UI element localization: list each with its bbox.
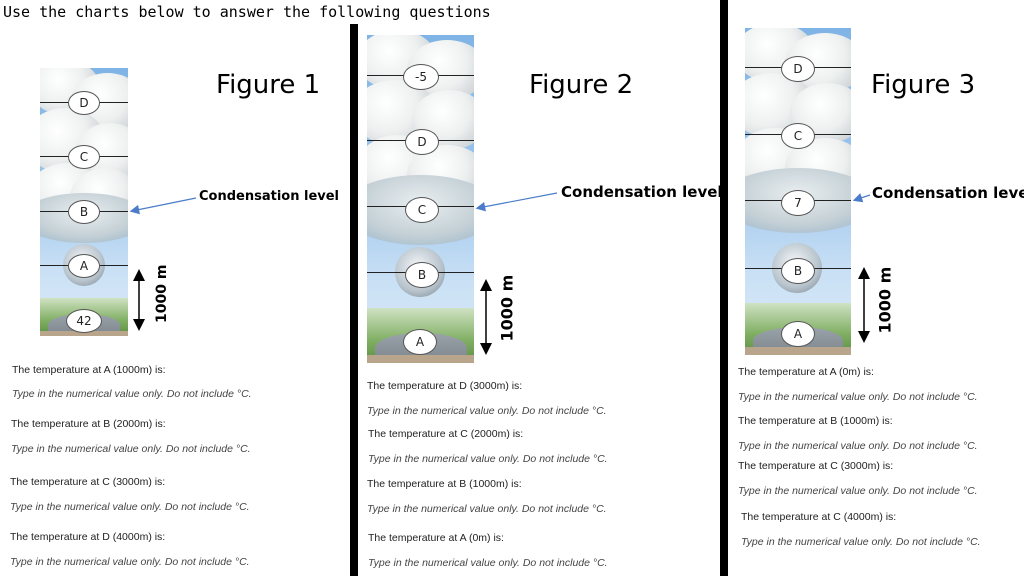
question-2-text: The temperature at B (1000m) is:: [738, 415, 893, 427]
condensation-arrow: [475, 192, 558, 212]
question-4-text: The temperature at D (4000m) is:: [10, 531, 166, 543]
marker-d: D: [68, 91, 100, 115]
condensation-arrow: [852, 193, 871, 203]
question-3-hint: Type in the numerical value only. Do not…: [738, 485, 978, 497]
question-3-text: The temperature at C (3000m) is:: [738, 460, 894, 472]
question-1-text: The temperature at A (0m) is:: [738, 366, 874, 378]
condensation-level-label: Condensation level: [199, 189, 340, 204]
marker-a: A: [403, 329, 437, 355]
divider-right: [720, 0, 728, 576]
question-2-text: The temperature at B (2000m) is:: [11, 418, 166, 430]
question-4-text: The temperature at C (4000m) is:: [741, 511, 897, 523]
question-3-text: The temperature at C (3000m) is:: [10, 476, 166, 488]
question-1-text: The temperature at A (1000m) is:: [12, 364, 166, 376]
condensation-level-label: Condensation level: [561, 183, 723, 201]
figure-3-title: Figure 3: [871, 70, 976, 100]
marker-d: D: [781, 56, 815, 82]
question-1-text: The temperature at D (3000m) is:: [367, 380, 523, 392]
question-2-hint: Type in the numerical value only. Do not…: [11, 443, 251, 455]
question-1-hint: Type in the numerical value only. Do not…: [738, 391, 978, 403]
marker-c: C: [405, 197, 439, 223]
figure-1-arrows: [129, 197, 197, 331]
question-3-hint: Type in the numerical value only. Do not…: [10, 501, 250, 513]
marker-b: B: [68, 200, 100, 224]
divider-left: [350, 24, 358, 576]
figure-2-title: Figure 2: [529, 70, 634, 100]
page-header: Use the charts below to answer the follo…: [3, 3, 491, 21]
question-1-hint: Type in the numerical value only. Do not…: [12, 388, 252, 400]
figure-2-arrows: [475, 192, 558, 355]
marker-a: A: [781, 321, 815, 347]
marker-top-temp: -5: [403, 64, 439, 90]
question-2-text: The temperature at C (2000m) is:: [368, 428, 524, 440]
marker-c: C: [68, 145, 100, 169]
marker-b: B: [781, 258, 815, 284]
question-3-hint: Type in the numerical value only. Do not…: [367, 503, 607, 515]
question-4-text: The temperature at A (0m) is:: [368, 532, 504, 544]
height-label: 1000 m: [875, 266, 895, 334]
question-4-hint: Type in the numerical value only. Do not…: [741, 536, 981, 548]
marker-b: B: [405, 262, 439, 288]
marker-d: D: [405, 129, 439, 155]
question-3-text: The temperature at B (1000m) is:: [367, 478, 522, 490]
marker-a: A: [68, 254, 100, 278]
question-2-hint: Type in the numerical value only. Do not…: [368, 453, 608, 465]
marker-c: C: [781, 123, 815, 149]
condensation-arrow: [129, 197, 197, 215]
marker-ground-temp: 42: [66, 309, 102, 333]
question-1-hint: Type in the numerical value only. Do not…: [367, 405, 607, 417]
question-4-hint: Type in the numerical value only. Do not…: [10, 556, 250, 568]
marker-condensation-temp: 7: [781, 190, 815, 216]
question-4-hint: Type in the numerical value only. Do not…: [368, 557, 608, 569]
condensation-level-label: Condensation level: [872, 184, 1024, 202]
question-2-hint: Type in the numerical value only. Do not…: [738, 440, 978, 452]
figure-1-title: Figure 1: [216, 70, 321, 100]
